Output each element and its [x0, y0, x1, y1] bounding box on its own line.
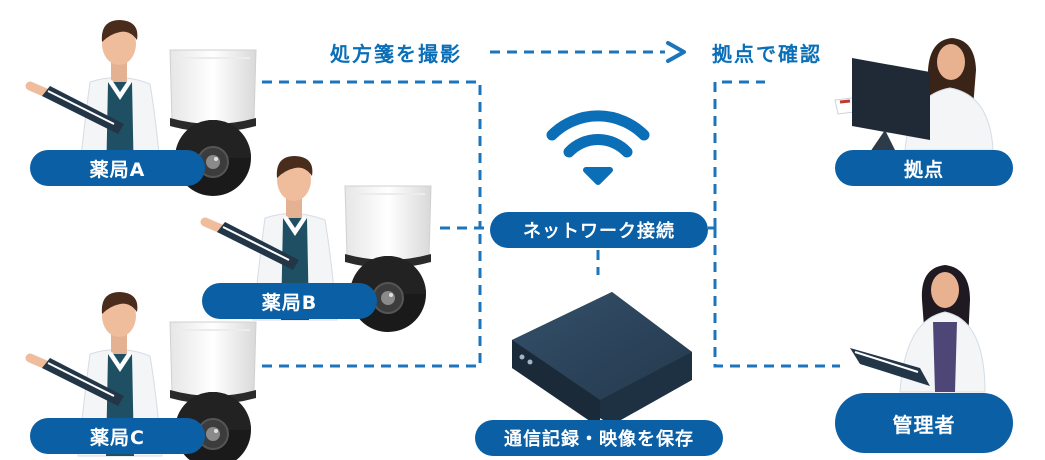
- line-pharmacy-c: [262, 228, 482, 368]
- line-pharmacy-a: [262, 80, 482, 228]
- line-to-admin: [713, 228, 840, 368]
- capture-caption: 処方箋を撮影: [330, 42, 462, 66]
- pharmacy-a-label: 薬局A: [30, 150, 205, 186]
- manager-icon: [850, 265, 986, 393]
- pharmacy-b-label: 薬局B: [202, 283, 377, 319]
- wifi-icon: [546, 110, 650, 185]
- pharmacy-c-label: 薬局C: [30, 418, 205, 454]
- recorder-device-icon: [512, 292, 692, 428]
- recorder-label: 通信記録・映像を保存: [475, 420, 723, 456]
- flow-arrow-head-icon: [666, 41, 686, 63]
- monitor-operator-icon: [834, 38, 994, 152]
- network-label: ネットワーク接続: [490, 212, 708, 248]
- line-to-base: [713, 80, 765, 228]
- confirm-caption: 拠点で確認: [712, 42, 822, 66]
- base-label: 拠点: [835, 150, 1013, 186]
- admin-label: 管理者: [835, 393, 1013, 453]
- connection-lines: [262, 50, 840, 368]
